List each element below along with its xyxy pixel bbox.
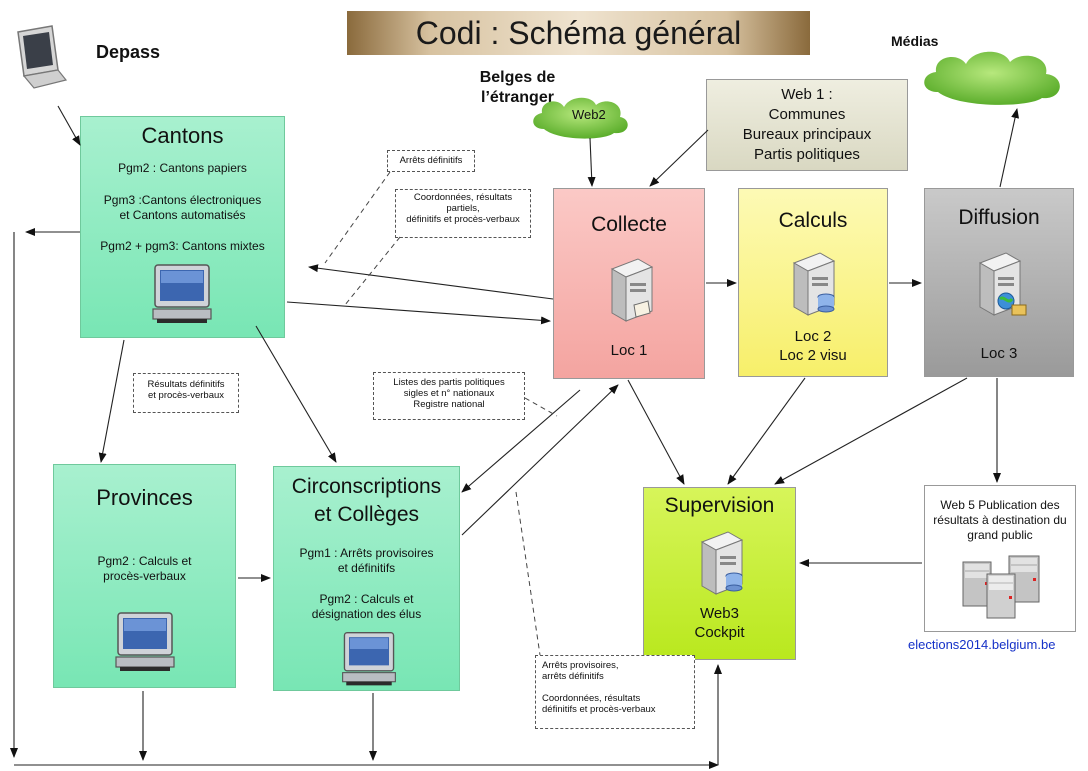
cantons-box: Cantons Pgm2 : Cantons papiers Pgm3 :Can… — [80, 116, 285, 338]
circonscriptions-title-2: et Collèges — [313, 503, 420, 526]
arrow-calculs-supervision — [727, 377, 806, 485]
cloud-icon — [918, 44, 1068, 108]
web5-line-3: grand public — [967, 528, 1033, 542]
cantons-line-1: Pgm2 : Cantons papiers — [118, 161, 247, 175]
calculs-title: Calculs — [778, 209, 848, 232]
computer-icon — [149, 261, 215, 327]
medias-label: Médias — [891, 33, 939, 49]
diffusion-box: Diffusion Loc 3 — [924, 188, 1074, 377]
collecte-box: Collecte Loc 1 — [553, 188, 705, 379]
cantons-title: Cantons — [141, 123, 224, 148]
note-bottom-line-2: arrêts définitifs — [542, 671, 604, 682]
circonscriptions-line-3: Pgm2 : Calculs et — [319, 592, 414, 606]
connector-note-listes — [524, 397, 558, 417]
belges-label: Belges de l’étranger — [470, 68, 565, 108]
calculs-box: Calculs Loc 2 Loc 2 visu — [738, 188, 888, 377]
note-listes-line-2: sigles et n° nationaux — [403, 388, 495, 399]
provinces-box: Provinces Pgm2 : Calculs et procès-verba… — [53, 464, 236, 688]
note-listes-line-1: Listes des partis politiques — [393, 377, 505, 388]
monitor-icon — [12, 24, 72, 94]
supervision-title: Supervision — [664, 494, 775, 517]
cantons-line-2: Pgm3 :Cantons électroniques — [103, 193, 262, 207]
note-bottom-line-4: Coordonnées, résultats — [542, 693, 641, 704]
web5-box: Web 5 Publication des résultats à destin… — [924, 485, 1076, 632]
provinces-title: Provinces — [96, 485, 193, 510]
web1-line-2: Communes — [768, 106, 846, 123]
arrow-web2-collecte — [587, 137, 596, 187]
provinces-line-2: procès-verbaux — [103, 569, 186, 583]
note-coordonnees-line-1: Coordonnées, résultats — [413, 192, 513, 203]
arrow-circonscriptions-collecte — [461, 384, 619, 536]
note-bottom-line-1: Arrêts provisoires, — [542, 660, 619, 671]
belges-line-2: l’étranger — [481, 89, 554, 106]
cantons-line-3: et Cantons automatisés — [119, 208, 246, 222]
connector-note-arrets — [324, 171, 391, 264]
computer-icon — [338, 629, 400, 689]
web1-line-1: Web 1 : — [781, 86, 833, 103]
web5-line-2: résultats à destination du — [933, 513, 1067, 527]
note-coordonnees-line-3: définitifs et procès-verbaux — [406, 214, 520, 225]
web2-label: Web2 — [572, 107, 606, 122]
arrow-diffusion-supervision — [774, 377, 968, 485]
arrow-collecte-supervision — [627, 379, 685, 485]
arrow-web1-collecte — [649, 129, 709, 187]
supervision-box: Supervision Web3 Cockpit — [643, 487, 796, 660]
collecte-title: Collecte — [591, 213, 667, 236]
provinces-line-1: Pgm2 : Calculs et — [97, 554, 192, 568]
arrow-collecte-circonscriptions — [461, 389, 581, 493]
note-bottom-line-5: définitifs et procès-verbaux — [542, 704, 656, 715]
web1-box: Web 1 : Communes Bureaux principaux Part… — [706, 79, 908, 171]
arrow-cantons-provinces — [98, 339, 125, 463]
note-coordonnees-line-2: partiels, — [446, 203, 480, 214]
arrow-depass-cantons — [57, 105, 81, 146]
circonscriptions-line-1: Pgm1 : Arrêts provisoires — [299, 546, 434, 560]
circonscriptions-line-2: et définitifs — [337, 561, 396, 575]
circonscriptions-title-1: Circonscriptions — [291, 475, 442, 498]
calculs-label-1: Loc 2 — [794, 328, 832, 345]
arrow-collecte-cantons — [308, 264, 554, 300]
web1-line-3: Bureaux principaux — [742, 126, 872, 143]
collecte-label: Loc 1 — [610, 342, 648, 359]
server-icon — [784, 249, 840, 319]
web1-line-4: Partis politiques — [754, 146, 860, 163]
supervision-label-1: Web3 — [700, 605, 739, 622]
diagram-title: Codi : Schéma général — [347, 11, 810, 55]
elections-link[interactable]: elections2014.belgium.be — [908, 637, 1056, 652]
supervision-label-2: Cockpit — [694, 624, 745, 641]
computer-icon — [112, 609, 178, 675]
cantons-line-4: Pgm2 + pgm3: Cantons mixtes — [100, 239, 265, 253]
diffusion-label: Loc 3 — [980, 345, 1018, 362]
calculs-label-2: Loc 2 visu — [779, 347, 847, 364]
note-resultats: Résultats définitifs et procès-verbaux — [133, 373, 239, 413]
note-coordonnees: Coordonnées, résultats partiels, définit… — [395, 189, 531, 238]
connector-note-bottom — [515, 491, 541, 656]
depass-label: Depass — [96, 42, 161, 62]
web2-cloud-icon — [530, 93, 630, 139]
circonscriptions-box: Circonscriptions et Collèges Pgm1 : Arrê… — [273, 466, 460, 691]
arrow-cantons-circonscriptions — [255, 325, 337, 463]
server-icon — [602, 255, 658, 325]
note-resultats-line-2: et procès-verbaux — [147, 390, 225, 401]
note-arrets: Arrêts définitifs — [387, 150, 475, 172]
arrow-cantons-collecte — [286, 301, 551, 325]
web5-line-1: Web 5 Publication des — [940, 498, 1060, 512]
connector-note-coordonnees — [344, 236, 401, 306]
server-rack-icon — [959, 552, 1043, 622]
arrow-diffusion-medias — [999, 108, 1019, 188]
server-icon — [970, 249, 1034, 323]
circonscriptions-line-4: désignation des élus — [311, 607, 422, 621]
note-bottom: Arrêts provisoires, arrêts définitifs Co… — [535, 655, 695, 729]
belges-line-1: Belges de — [479, 69, 556, 86]
note-resultats-line-1: Résultats définitifs — [147, 379, 225, 390]
note-listes-line-3: Registre national — [413, 399, 485, 410]
diffusion-title: Diffusion — [958, 206, 1040, 229]
server-icon — [692, 528, 748, 598]
note-listes: Listes des partis politiques sigles et n… — [373, 372, 525, 420]
